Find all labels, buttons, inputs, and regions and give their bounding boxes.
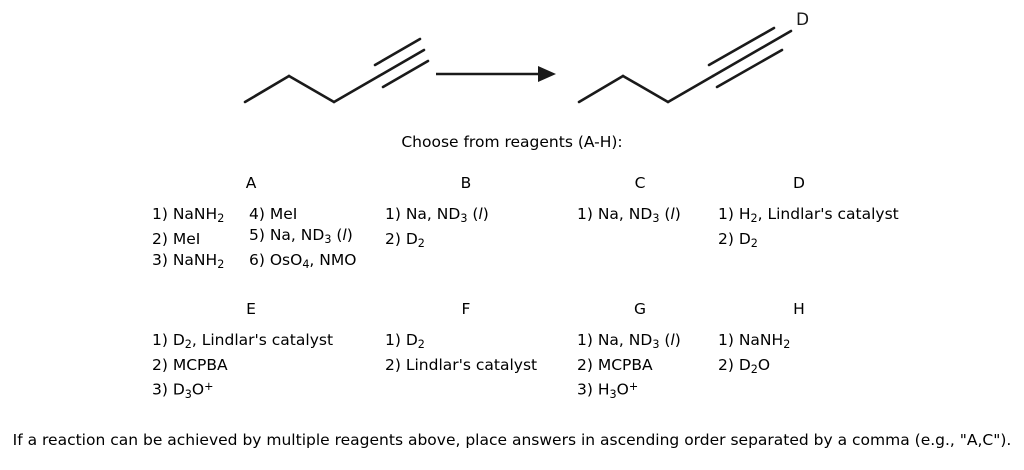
- reagent-label-f: F: [461, 300, 471, 318]
- reagent-line: 3) D3O+: [152, 380, 214, 401]
- reagent-line: 1) D2, Lindlar's catalyst: [152, 331, 334, 352]
- reagent-list-g: 1) Na, ND3 (l) 2) MCPBA 3) H3O+: [577, 330, 681, 405]
- reagent-line: 1) NaNH2: [152, 205, 225, 226]
- reagent-line: 1) Na, ND3 (l): [385, 205, 489, 226]
- reaction-arrow: [436, 66, 556, 82]
- reaction-scheme: D: [0, 0, 1024, 128]
- reagent-line: 4) MeI: [249, 205, 298, 223]
- reagent-label-h: H: [793, 300, 805, 318]
- reagent-line: 2) D2: [718, 230, 758, 251]
- answer-format-note: If a reaction can be achieved by multipl…: [12, 431, 1012, 449]
- reagent-line: 2) MCPBA: [152, 356, 228, 375]
- reagent-label-c: C: [634, 174, 646, 192]
- product-structure: [577, 26, 793, 104]
- reagent-line: 2) Lindlar's catalyst: [385, 356, 538, 375]
- reagent-line: 3) H3O+: [577, 380, 639, 401]
- reagent-line: 1) Na, ND3 (l): [577, 331, 681, 352]
- choose-reagents-prompt: Choose from reagents (A-H):: [401, 133, 623, 151]
- reagent-list-b: 1) Na, ND3 (l) 2) D2: [385, 204, 489, 254]
- reagent-list-a-secondary: 4) MeI 5) Na, ND3 (l) 6) OsO4, NMO: [249, 204, 356, 275]
- bond-c2-c3: [287, 74, 336, 104]
- reagent-line: 2) MCPBA: [577, 356, 653, 375]
- triple-bond-line-center: [711, 29, 793, 78]
- bond-c3-c4: [666, 74, 715, 104]
- deuterium-atom-label: D: [796, 10, 810, 30]
- reagent-list-a-primary: 1) NaNH2 2) MeI 3) NaNH2: [152, 204, 224, 275]
- reagent-label-b: B: [460, 174, 472, 192]
- bond-c3-c4: [332, 74, 381, 104]
- bond-c1-c2: [243, 74, 291, 104]
- reagent-line: 1) NaNH2: [718, 331, 791, 352]
- reactant-structure: [243, 37, 430, 104]
- reagent-line: 1) H2, Lindlar's catalyst: [718, 205, 899, 226]
- triple-bond-line-upper: [707, 26, 776, 67]
- bond-c2-c3: [621, 74, 670, 104]
- reagent-line: 1) D2: [385, 331, 425, 352]
- reagent-line: 2) MeI: [152, 230, 201, 249]
- triple-bond-line-lower: [715, 48, 784, 89]
- reagent-list-f: 1) D2 2) Lindlar's catalyst: [385, 330, 537, 376]
- triple-bond-line-lower: [381, 59, 430, 89]
- reagent-line: 1) Na, ND3 (l): [577, 205, 681, 226]
- reagent-list-e: 1) D2, Lindlar's catalyst 2) MCPBA 3) D3…: [152, 330, 333, 405]
- reagent-label-d: D: [793, 174, 805, 192]
- triple-bond-line-center: [377, 48, 426, 78]
- reagent-line: 6) OsO4, NMO: [249, 251, 357, 272]
- reagent-label-g: G: [633, 300, 646, 318]
- reagent-line: 2) D2: [385, 230, 425, 251]
- reagent-label-e: E: [246, 300, 256, 318]
- reagent-list-d: 1) H2, Lindlar's catalyst 2) D2: [718, 204, 899, 254]
- bond-c1-c2: [577, 74, 625, 104]
- reagent-list-h: 1) NaNH2 2) D2O: [718, 330, 790, 380]
- reagent-list-c: 1) Na, ND3 (l): [577, 204, 681, 229]
- reagent-line: 5) Na, ND3 (l): [249, 226, 353, 247]
- reagent-line: 2) D2O: [718, 356, 771, 377]
- triple-bond-line-upper: [373, 37, 422, 67]
- reagent-label-a: A: [245, 174, 257, 192]
- reagent-line: 3) NaNH2: [152, 251, 225, 272]
